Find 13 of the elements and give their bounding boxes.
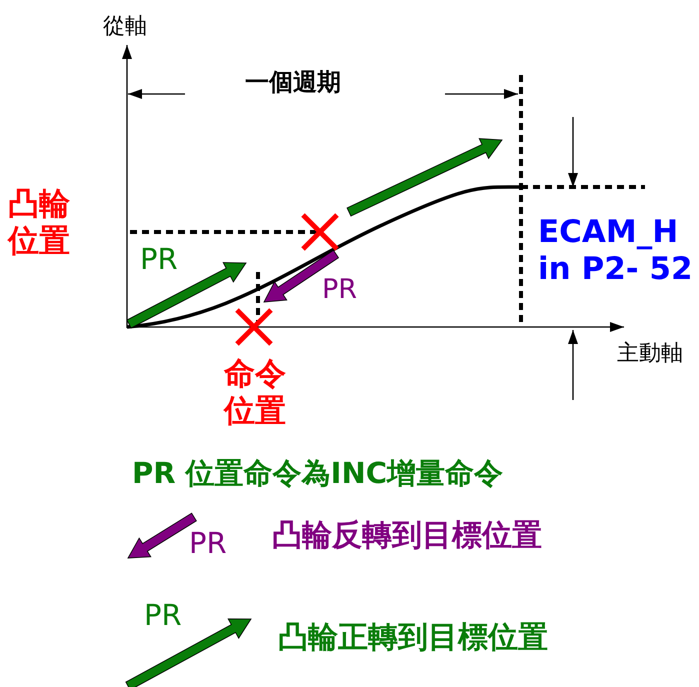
- pr-label: PR: [322, 274, 358, 306]
- legend-label: 凸輪反轉到目標位置: [272, 518, 542, 554]
- note-text: PR 位置命令為INC增量命令: [132, 456, 504, 491]
- parameter-label: ECAM_H in P2- 52: [538, 214, 694, 288]
- pr-label: PR: [140, 242, 178, 277]
- command-position-label: 命令位置: [224, 356, 287, 430]
- legend-label: 凸輪正轉到目標位置: [278, 620, 548, 656]
- period-label: 一個週期: [245, 68, 341, 97]
- axis-label: 主動軸: [617, 341, 683, 368]
- pr-label: PR: [189, 526, 227, 561]
- pr-label: PR: [144, 598, 182, 633]
- cam-position-label: 凸輪位置: [8, 186, 71, 260]
- axis-label: 從軸: [103, 14, 147, 40]
